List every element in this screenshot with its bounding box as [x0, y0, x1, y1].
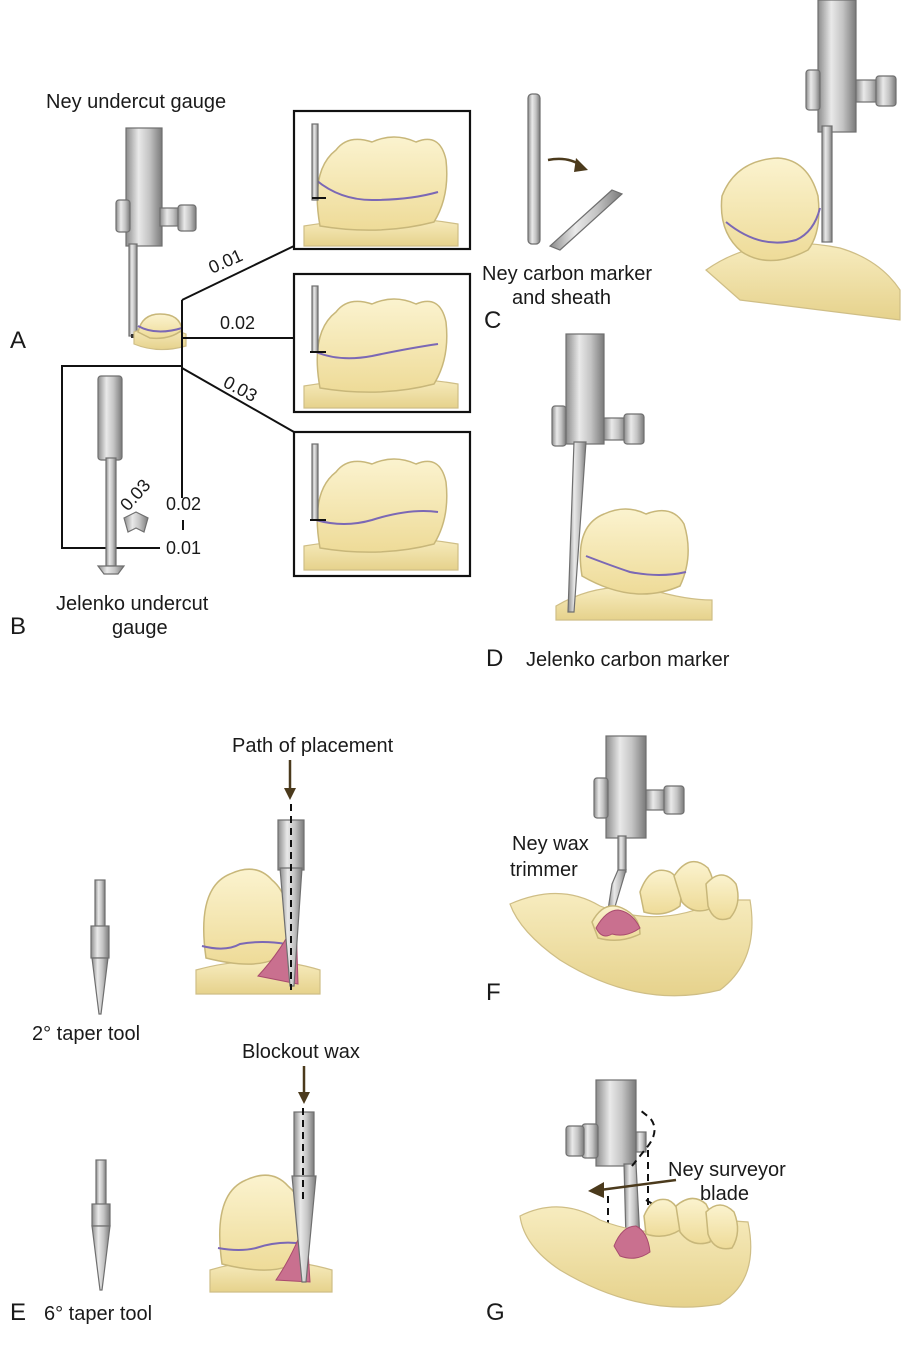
- panel-letter-a: A: [10, 327, 26, 354]
- taper-tool-6-label: 6° taper tool: [44, 1303, 152, 1325]
- blockout-wax-label: Blockout wax: [242, 1041, 360, 1063]
- jelenko-undercut-gauge: [98, 376, 148, 574]
- jelenko-undercut-gauge-label-line1: Jelenko undercut: [56, 593, 209, 615]
- panel-letter-e: E: [10, 1299, 26, 1326]
- panel-letter-g: G: [486, 1299, 505, 1326]
- taper-2-on-tooth: [196, 804, 320, 994]
- taper-tool-6-standalone: [92, 1160, 110, 1290]
- gauge-value-002: 0.02: [220, 313, 255, 333]
- ney-carbon-marker-label-line2: and sheath: [512, 287, 611, 309]
- ney-wax-trimmer-label-line1: Ney wax: [512, 833, 589, 855]
- ney-wax-trimmer-label-line2: trimmer: [510, 859, 578, 881]
- arch-f: [510, 862, 752, 996]
- jelenko-value-003: 0.03: [116, 475, 154, 514]
- ney-surveyor-blade-label-line1: Ney surveyor: [668, 1159, 786, 1181]
- taper-tool-2-standalone: [91, 880, 109, 1014]
- panel-g: Ney surveyor blade G: [486, 1080, 786, 1326]
- jelenko-value-002: 0.02: [166, 494, 201, 514]
- jelenko-undercut-gauge-label-line2: gauge: [112, 617, 168, 639]
- panel-f: Ney wax trimmer F: [486, 736, 752, 1006]
- jelenko-carbon-marker-label: Jelenko carbon marker: [526, 649, 730, 671]
- panel-d: D Jelenko carbon marker: [486, 334, 730, 672]
- ney-undercut-gauge-label: Ney undercut gauge: [46, 91, 226, 113]
- inset-box-002: [294, 274, 470, 412]
- panel-c: Ney carbon marker and sheath C: [482, 0, 900, 334]
- panel-letter-d: D: [486, 645, 503, 672]
- panel-a: Ney undercut gauge A 0.01 0.02 0.03: [10, 91, 470, 576]
- ney-carbon-marker-on-tooth: [706, 0, 900, 320]
- inset-box-003: [294, 432, 470, 576]
- panel-letter-f: F: [486, 979, 501, 1006]
- ney-carbon-marker-label-line1: Ney carbon marker: [482, 263, 652, 285]
- panel-letter-b: B: [10, 613, 26, 640]
- path-of-placement-label: Path of placement: [232, 735, 394, 757]
- ney-surveyor-blade-label-line2: blade: [700, 1183, 749, 1205]
- ney-carbon-marker: [528, 94, 622, 250]
- panel-letter-c: C: [484, 307, 501, 334]
- removal-arrow: [600, 1180, 676, 1190]
- panel-b: 0.03 0.02 0.01 Jelenko undercut gauge B: [10, 366, 209, 640]
- ney-undercut-gauge: [116, 128, 196, 350]
- inset-box-001: [294, 111, 470, 249]
- panel-e: Path of placement 2° taper tool Blockout…: [10, 735, 394, 1326]
- taper-6-on-tooth: [210, 1108, 332, 1292]
- jelenko-value-001: 0.01: [166, 538, 201, 558]
- taper-tool-2-label: 2° taper tool: [32, 1023, 140, 1045]
- jelenko-carbon-marker: [552, 334, 712, 620]
